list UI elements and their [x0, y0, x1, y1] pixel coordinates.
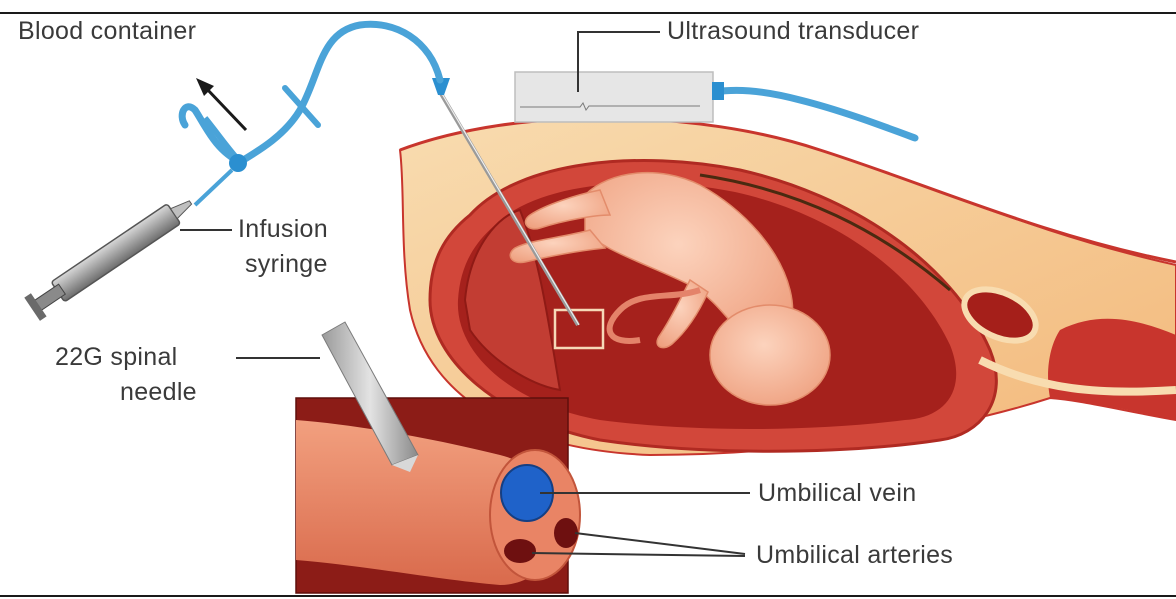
fetus-head: [710, 305, 830, 405]
transducer-body: [515, 72, 713, 122]
label-umbilical-vein: Umbilical vein: [758, 479, 916, 507]
label-spinal-needle-2: needle: [120, 378, 197, 406]
label-blood-container: Blood container: [18, 17, 196, 45]
label-ultrasound-transducer: Ultrasound transducer: [667, 17, 919, 45]
three-way-connector: [229, 154, 247, 172]
label-umbilical-arteries: Umbilical arteries: [756, 541, 953, 569]
infusion-syringe: [24, 191, 198, 321]
syringe-tube: [195, 170, 232, 205]
label-infusion-syringe-2: syringe: [245, 250, 328, 278]
umbilical-artery-2: [554, 518, 578, 548]
label-spinal-needle-1: 22G spinal: [55, 343, 178, 371]
leader-artery-1: [575, 533, 745, 554]
transducer-connector: [712, 82, 724, 100]
label-infusion-syringe-1: Infusion: [238, 215, 328, 243]
pelvic-tissue: [1048, 319, 1176, 420]
syringe-barrel: [51, 204, 180, 302]
umbilical-artery-1: [504, 539, 536, 563]
